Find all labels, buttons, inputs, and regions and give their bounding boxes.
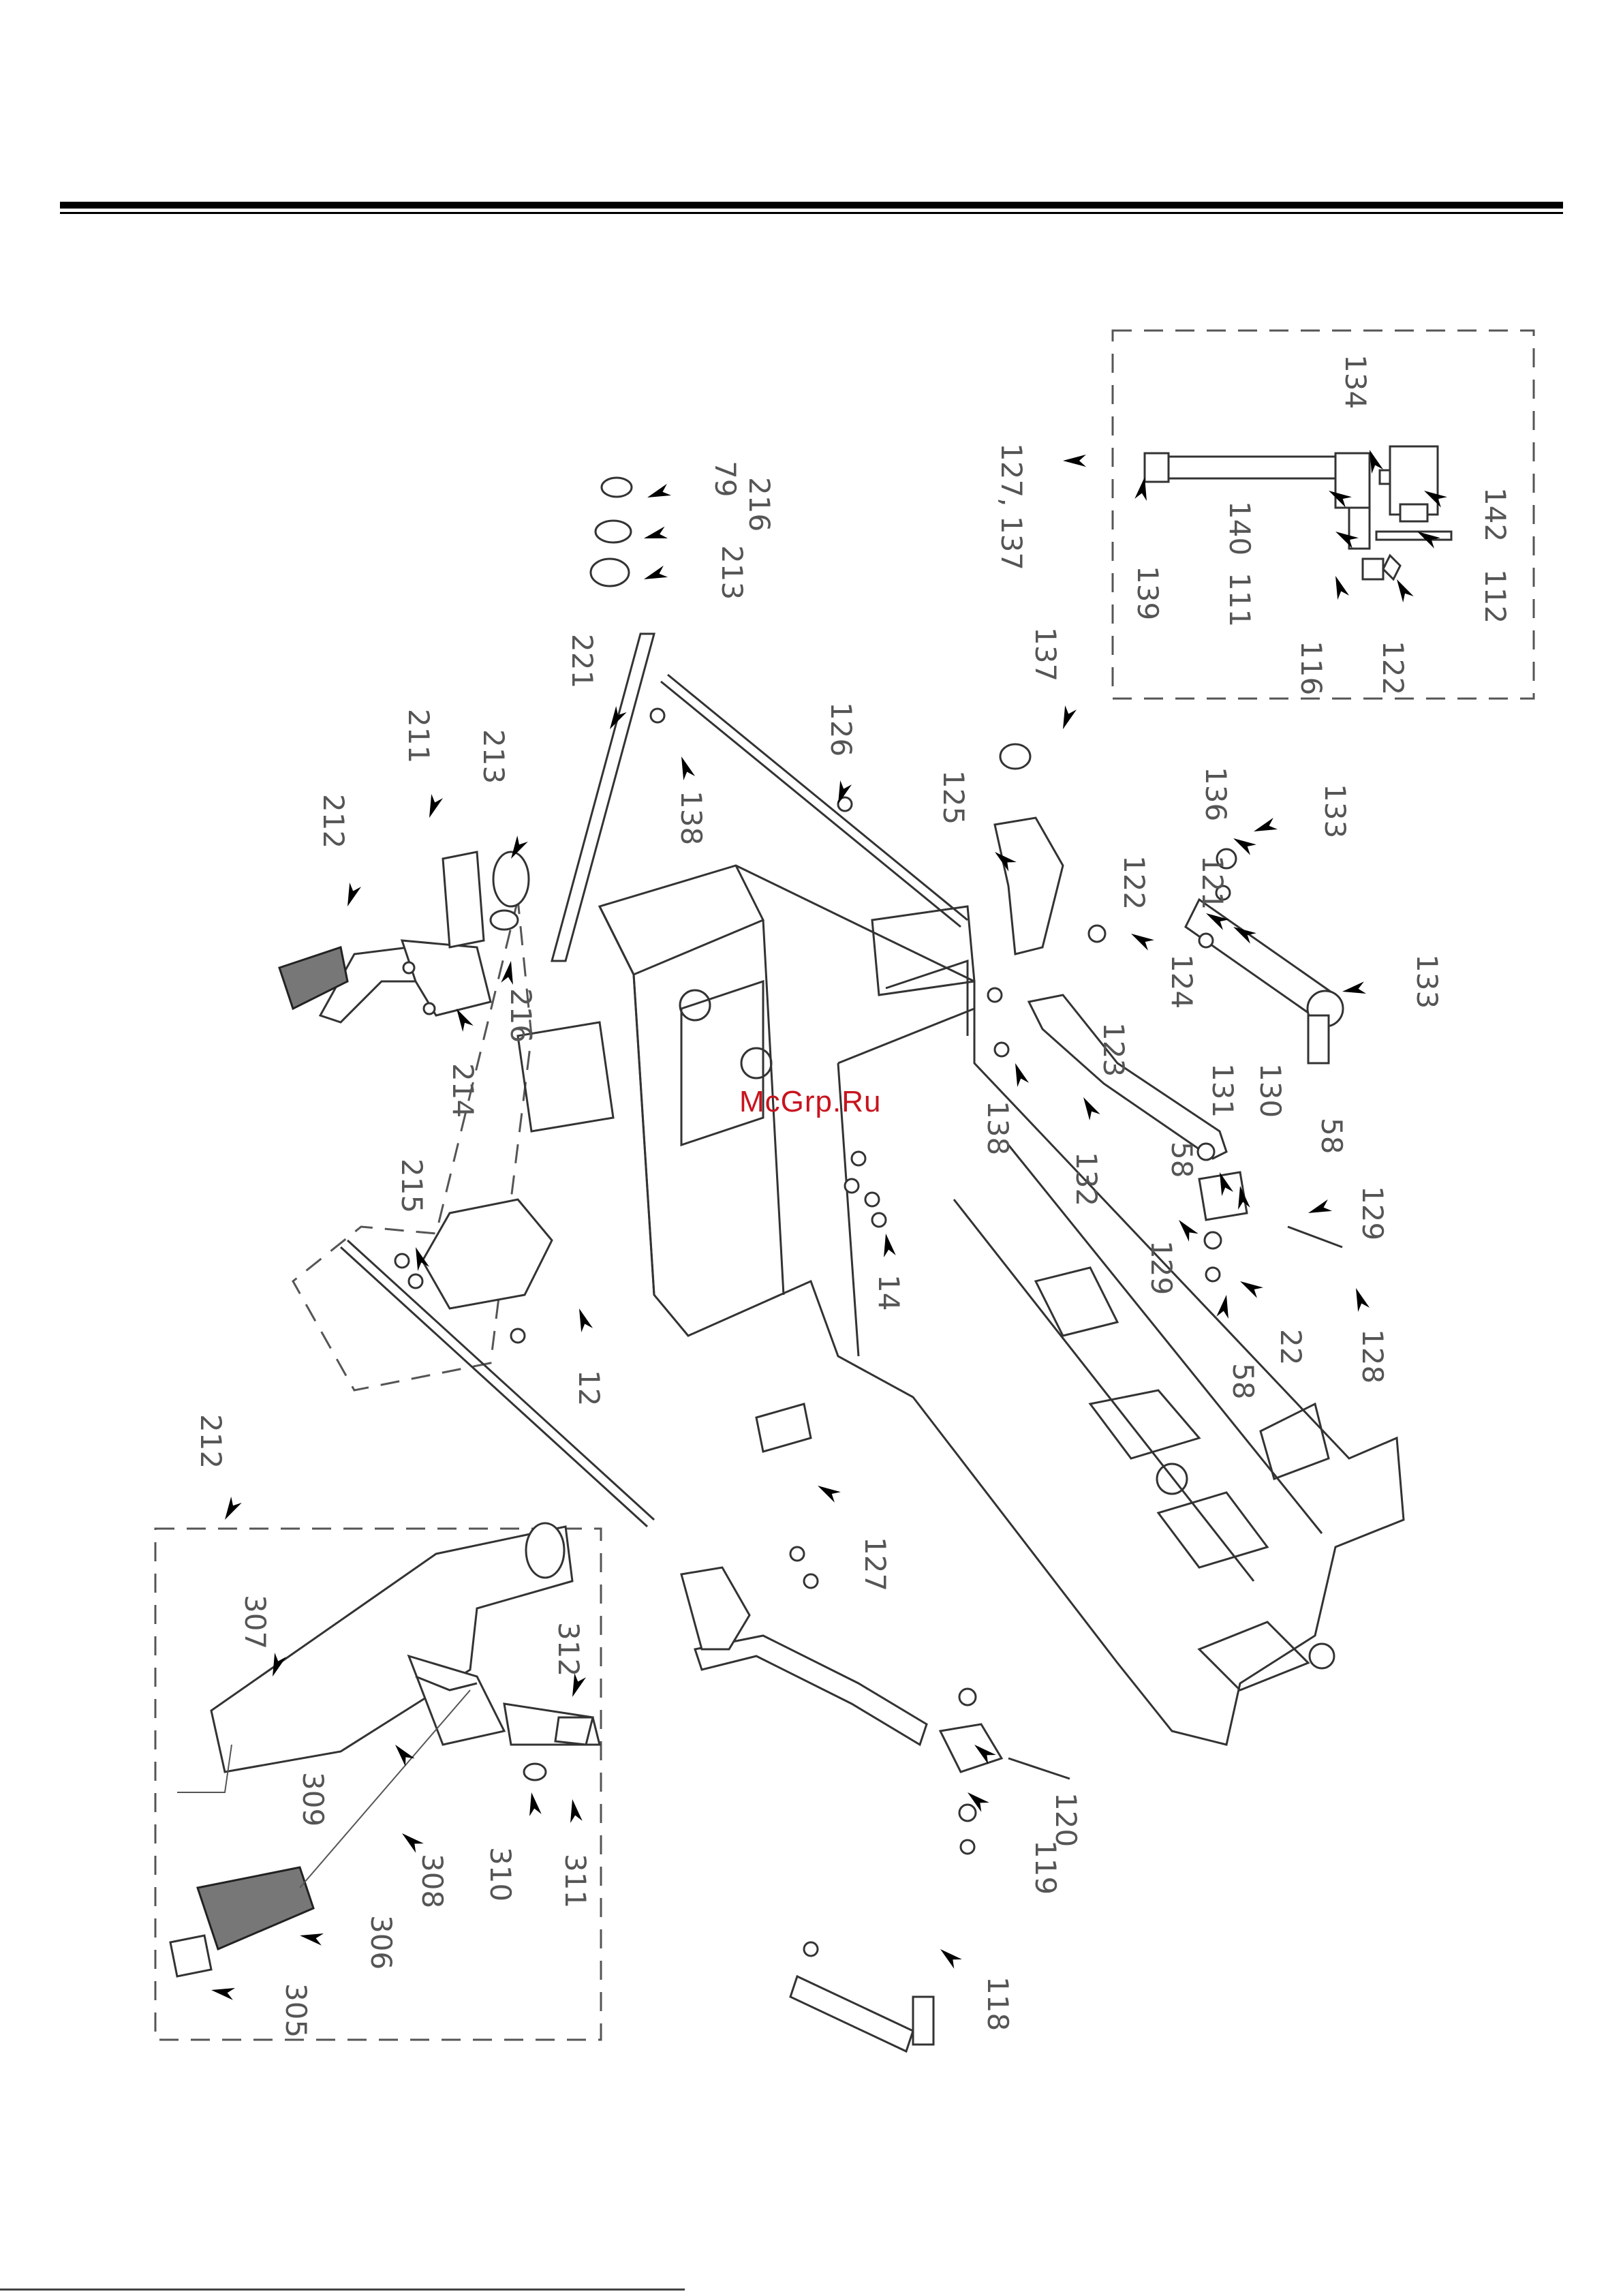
callout-14: 14 (872, 1274, 906, 1311)
callout-216: 216 (743, 477, 776, 532)
callout-132: 132 (1070, 1152, 1103, 1206)
callout-133b: 133 (1410, 954, 1444, 1009)
bracket-120 (940, 1724, 1002, 1772)
callout-137: 137 (1029, 627, 1062, 682)
callout-121: 121 (1196, 855, 1229, 910)
ball-joint-127 (756, 1404, 811, 1452)
callout-138b: 138 (981, 1101, 1015, 1155)
arm-125 (995, 818, 1063, 954)
callout-214: 214 (446, 1063, 480, 1118)
callout-12: 12 (572, 1370, 606, 1406)
watermark: McGrp.Ru (739, 1085, 881, 1119)
callout-142: 142 (1479, 487, 1512, 542)
callout-307: 307 (238, 1595, 272, 1649)
bracket-215 (422, 1199, 552, 1308)
callout-118: 118 (981, 1976, 1015, 2031)
callout-129: 129 (1145, 1240, 1178, 1295)
main-frame (518, 866, 1404, 1745)
callout-305: 305 (279, 1983, 313, 2038)
callout-111: 111 (1223, 572, 1256, 627)
callout-127-137: 127, 137 (995, 443, 1028, 570)
callout-126: 126 (824, 702, 858, 756)
callout-129b: 129 (1356, 1186, 1389, 1240)
callout-308: 308 (416, 1854, 449, 1908)
callout-58c: 58 (1226, 1363, 1260, 1399)
callout-123: 123 (1097, 1022, 1130, 1077)
callout-125: 125 (937, 770, 970, 825)
callout-212: 212 (317, 794, 350, 848)
callout-122b: 122 (1376, 641, 1410, 695)
callout-215: 215 (395, 1159, 429, 1213)
callout-140: 140 (1223, 501, 1256, 555)
callout-58: 58 (1165, 1142, 1199, 1178)
callout-130: 130 (1254, 1063, 1287, 1118)
callout-112: 112 (1479, 569, 1512, 624)
callout-211: 211 (402, 709, 435, 763)
callout-138: 138 (675, 791, 708, 845)
callout-133: 133 (1318, 784, 1352, 838)
callout-216b: 216 (504, 988, 538, 1043)
ball-joint-137 (1000, 744, 1030, 769)
callout-212b: 212 (194, 1414, 228, 1469)
callout-119: 119 (1029, 1840, 1062, 1895)
callout-311: 311 (559, 1854, 592, 1908)
callout-221: 221 (566, 634, 599, 688)
callout-128: 128 (1356, 1329, 1389, 1383)
callout-213b: 213 (477, 729, 510, 784)
ball-joint-detail (1145, 446, 1451, 579)
arm-lower (681, 1567, 749, 1649)
arm-118 (790, 1976, 913, 2051)
callout-309: 309 (296, 1772, 330, 1826)
callout-127: 127 (859, 1537, 892, 1591)
callout-306: 306 (365, 1915, 398, 1970)
handle-detail-212 (170, 1523, 600, 1976)
callout-116: 116 (1295, 641, 1328, 695)
callout-22: 22 (1274, 1329, 1308, 1365)
callout-134: 134 (1339, 354, 1372, 409)
callout-124: 124 (1165, 954, 1199, 1009)
link-lower (695, 1636, 927, 1745)
callout-312: 312 (552, 1622, 585, 1677)
callout-120: 120 (1049, 1792, 1083, 1847)
callout-310: 310 (484, 1847, 517, 1901)
callout-131: 131 (1206, 1063, 1239, 1118)
callout-122: 122 (1117, 855, 1151, 910)
callout-58b: 58 (1315, 1118, 1348, 1154)
callout-136: 136 (1199, 767, 1233, 821)
callout-139: 139 (1131, 566, 1164, 620)
handle-212-assembly (279, 852, 529, 1022)
callout-213: 213 (715, 545, 749, 600)
callout-79: 79 (709, 461, 742, 497)
